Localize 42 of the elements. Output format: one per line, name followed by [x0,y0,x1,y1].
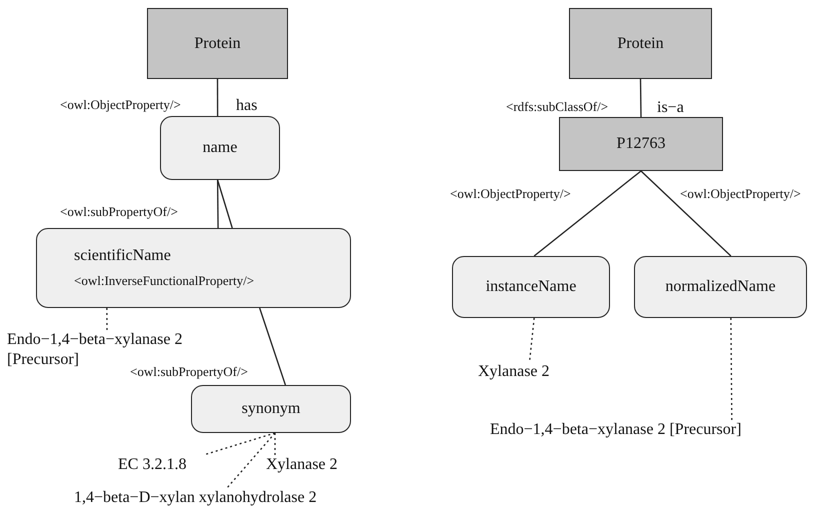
value-text: 1,4−beta−D−xylan xylanohydrolase 2 [74,488,374,508]
property-box [191,385,351,433]
connector-line [640,170,732,256]
edge-label: <owl:ObjectProperty/> [680,186,801,202]
connector-line [534,170,642,256]
node-title: Protein [194,34,241,52]
node-title: name [202,139,238,157]
value-text: Xylanase 2 [266,455,356,475]
property-box [452,256,610,318]
relation-label: is−a [657,99,684,117]
leader-line [226,432,276,488]
connector-line [259,308,286,386]
connector-line [640,79,642,117]
node-title: normalizedName [665,278,776,296]
node-title: instanceName [486,278,576,296]
leader-line [106,308,108,330]
class-box [559,117,723,171]
value-text: EC 3.2.1.8 [118,455,208,475]
edge-label: <owl:ObjectProperty/> [450,186,571,202]
node-title: scientificName [74,247,171,265]
class-box [569,8,712,79]
node-title: P12763 [616,135,666,153]
edge-label: <owl:ObjectProperty/> [60,97,181,113]
property-tag: <owl:InverseFunctionalProperty/> [74,273,254,289]
connector-line [216,180,233,228]
property-box [36,228,351,308]
connector-line [216,180,219,228]
edge-label: <owl:subPropertyOf/> [60,204,178,220]
node-title: Protein [617,34,664,52]
leader-line [203,432,276,456]
value-text: Endo−1,4−beta−xylanase 2 [Precursor] [490,420,802,440]
leader-line [730,318,732,420]
property-box [634,256,807,318]
class-box [147,8,288,79]
node-title: synonym [242,400,300,418]
property-box [160,116,280,180]
leader-line [528,318,535,362]
leader-line [274,433,276,455]
connector-line [216,79,218,116]
edge-label: <owl:subPropertyOf/> [130,364,248,380]
value-text: Xylanase 2 [478,362,570,382]
relation-label: has [236,97,258,115]
